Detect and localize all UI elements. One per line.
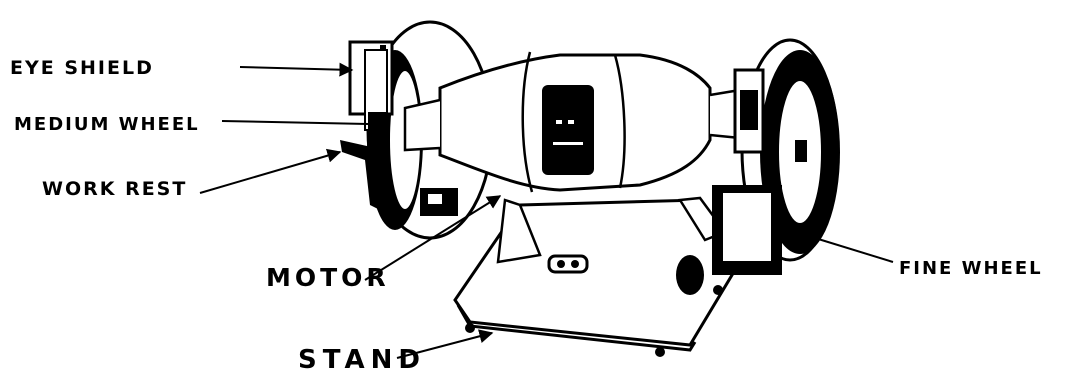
- fine-wheel-label: FINE WHEEL: [899, 258, 1043, 279]
- work-rest-label: WORK REST: [42, 178, 187, 200]
- motor-label: MOTOR: [266, 263, 390, 292]
- callout-fine-wheel: [815, 238, 893, 262]
- callout-eye-shield: [240, 67, 352, 70]
- eye-shield-label: EYE SHIELD: [10, 57, 154, 79]
- callout-medium-wheel: [222, 121, 368, 124]
- medium-wheel-label: MEDIUM WHEEL: [14, 114, 200, 135]
- callout-work-rest: [200, 152, 340, 193]
- medium-wheel: [350, 42, 392, 134]
- stand-label: STAND: [298, 345, 426, 375]
